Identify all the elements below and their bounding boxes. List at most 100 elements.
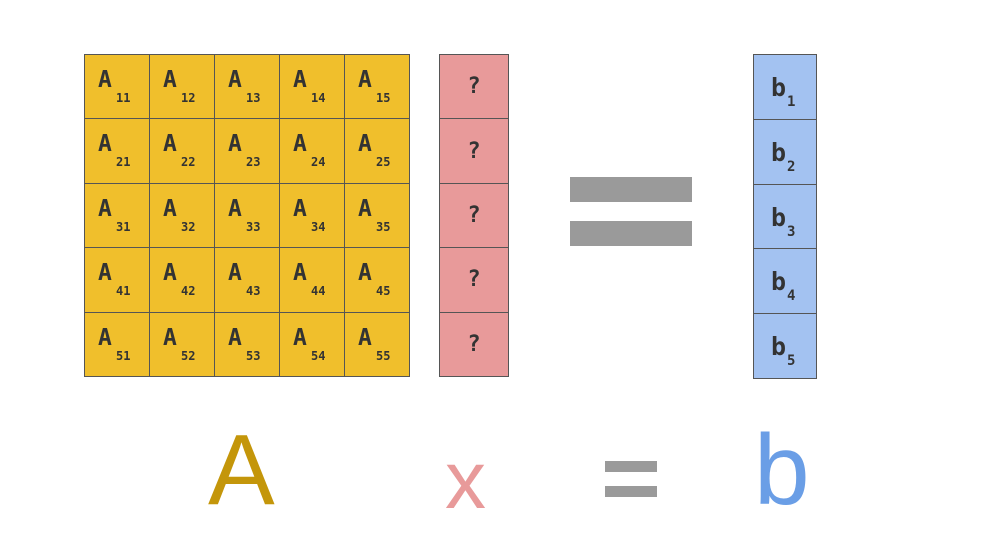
matrix-a-cell-symbol: A bbox=[228, 67, 242, 93]
vector-x-cell: ? bbox=[440, 183, 509, 249]
matrix-a-cell-subscript: 32 bbox=[181, 219, 196, 234]
matrix-a-cell-subscript: 31 bbox=[116, 219, 131, 234]
matrix-a-cell: A 33 bbox=[215, 183, 280, 249]
matrix-a-cell-symbol: A bbox=[293, 195, 307, 222]
vector-b-cell-symbol: b bbox=[771, 202, 787, 232]
matrix-a-cell: A 42 bbox=[150, 248, 215, 313]
vector-b-cell-subscript: 1 bbox=[787, 94, 796, 110]
vector-b-cell-symbol: b bbox=[771, 137, 787, 167]
matrix-a-cell: A 21 bbox=[85, 119, 150, 184]
matrix-a-cell-subscript: 13 bbox=[246, 91, 261, 105]
matrix-a-cell: A 52 bbox=[150, 312, 215, 377]
matrix-a-cell-subscript: 35 bbox=[376, 219, 391, 234]
matrix-a-cell: A 41 bbox=[85, 248, 150, 313]
vector-x-cell: ? bbox=[440, 248, 509, 313]
matrix-a-cell-subscript: 41 bbox=[116, 284, 131, 299]
vector-b-cell-symbol: b bbox=[771, 267, 787, 297]
label-a: A bbox=[208, 414, 275, 526]
vector-b-cell-symbol: b bbox=[771, 73, 787, 102]
matrix-a-cell-symbol: A bbox=[98, 324, 112, 351]
vector-x-cell: ? bbox=[440, 55, 509, 120]
vector-x: ????? bbox=[439, 54, 509, 377]
matrix-a-cell: A 31 bbox=[85, 183, 150, 249]
matrix-a-cell-subscript: 34 bbox=[311, 219, 326, 234]
matrix-a-cell-subscript: 42 bbox=[181, 284, 196, 299]
matrix-a-cell-subscript: 44 bbox=[311, 284, 326, 299]
matrix-a-cell-subscript: 53 bbox=[246, 348, 261, 363]
matrix-a-cell-symbol: A bbox=[228, 195, 242, 222]
matrix-a-cell-symbol: A bbox=[163, 67, 177, 93]
vector-b-cell-subscript: 5 bbox=[787, 353, 796, 370]
matrix-a-cell-symbol: A bbox=[293, 260, 307, 287]
matrix-a-cell-subscript: 25 bbox=[376, 155, 391, 170]
matrix-a-cell-subscript: 43 bbox=[246, 284, 261, 299]
matrix-a-cell: A 55 bbox=[345, 312, 410, 377]
matrix-a-cell-symbol: A bbox=[98, 195, 112, 222]
matrix-a-cell-subscript: 51 bbox=[116, 348, 131, 363]
matrix-a-cell: A 22 bbox=[150, 119, 215, 184]
label-b: b bbox=[754, 414, 810, 526]
matrix-a-cell: A 43 bbox=[215, 248, 280, 313]
equals-sign-bottom-bar bbox=[570, 221, 692, 246]
equals-sign-top-bar bbox=[570, 177, 692, 202]
matrix-a-cell-symbol: A bbox=[358, 195, 372, 222]
matrix-a-cell-subscript: 21 bbox=[116, 155, 131, 170]
matrix-a-cell-symbol: A bbox=[98, 131, 112, 158]
matrix-a-cell: A 44 bbox=[280, 248, 345, 313]
matrix-a-cell-symbol: A bbox=[98, 260, 112, 287]
matrix-a-cell-subscript: 55 bbox=[376, 348, 391, 363]
matrix-a-cell-symbol: A bbox=[163, 324, 177, 351]
vector-b-cell-subscript: 4 bbox=[787, 288, 796, 305]
matrix-a-cell-symbol: A bbox=[358, 67, 372, 93]
matrix-a-cell: A 25 bbox=[345, 119, 410, 184]
matrix-a-cell: A 53 bbox=[215, 312, 280, 377]
vector-b-cell-subscript: 2 bbox=[787, 158, 796, 175]
vector-b-cell-subscript: 3 bbox=[787, 223, 796, 240]
matrix-a-cell: A 34 bbox=[280, 183, 345, 249]
matrix-a-cell-subscript: 52 bbox=[181, 348, 196, 363]
matrix-a-cell-symbol: A bbox=[358, 131, 372, 158]
matrix-a-cell: A 12 bbox=[150, 55, 215, 120]
matrix-a-cell: A 45 bbox=[345, 248, 410, 313]
matrix-a-cell-subscript: 45 bbox=[376, 284, 391, 299]
matrix-a-cell-subscript: 12 bbox=[181, 91, 196, 105]
matrix-a-cell: A 15 bbox=[345, 55, 410, 120]
matrix-a-cell: A 35 bbox=[345, 183, 410, 249]
matrix-a-cell: A 54 bbox=[280, 312, 345, 377]
matrix-a-cell-subscript: 15 bbox=[376, 91, 391, 105]
matrix-a-cell-symbol: A bbox=[358, 260, 372, 287]
matrix-a-cell-subscript: 54 bbox=[311, 348, 326, 363]
matrix-a-cell-symbol: A bbox=[98, 67, 112, 93]
vector-x-cell: ? bbox=[440, 119, 509, 184]
matrix-a-cell-symbol: A bbox=[293, 324, 307, 351]
matrix-a-cell-symbol: A bbox=[358, 324, 372, 351]
vector-b-cell-symbol: b bbox=[771, 332, 787, 362]
matrix-a-cell-subscript: 24 bbox=[311, 155, 326, 170]
matrix-a-cell-subscript: 33 bbox=[246, 219, 261, 234]
matrix-a-cell: A 51 bbox=[85, 312, 150, 377]
matrix-a-cell-subscript: 22 bbox=[181, 155, 196, 170]
matrix-a-cell: A 11 bbox=[85, 55, 150, 120]
matrix-a-cell-symbol: A bbox=[163, 260, 177, 287]
matrix-a-cell-symbol: A bbox=[293, 131, 307, 158]
matrix-a-cell: A 13 bbox=[215, 55, 280, 120]
matrix-a-cell-symbol: A bbox=[228, 260, 242, 287]
matrix-a-cell-subscript: 11 bbox=[116, 91, 131, 105]
matrix-a-cell-symbol: A bbox=[163, 131, 177, 158]
matrix-a-cell: A 32 bbox=[150, 183, 215, 249]
label-equals-top-bar bbox=[605, 461, 657, 472]
label-x: x bbox=[445, 435, 486, 526]
matrix-a-cell-symbol: A bbox=[228, 131, 242, 158]
label-equals-bottom-bar bbox=[605, 486, 657, 497]
matrix-a-cell-symbol: A bbox=[163, 195, 177, 222]
matrix-a-cell-symbol: A bbox=[228, 324, 242, 351]
